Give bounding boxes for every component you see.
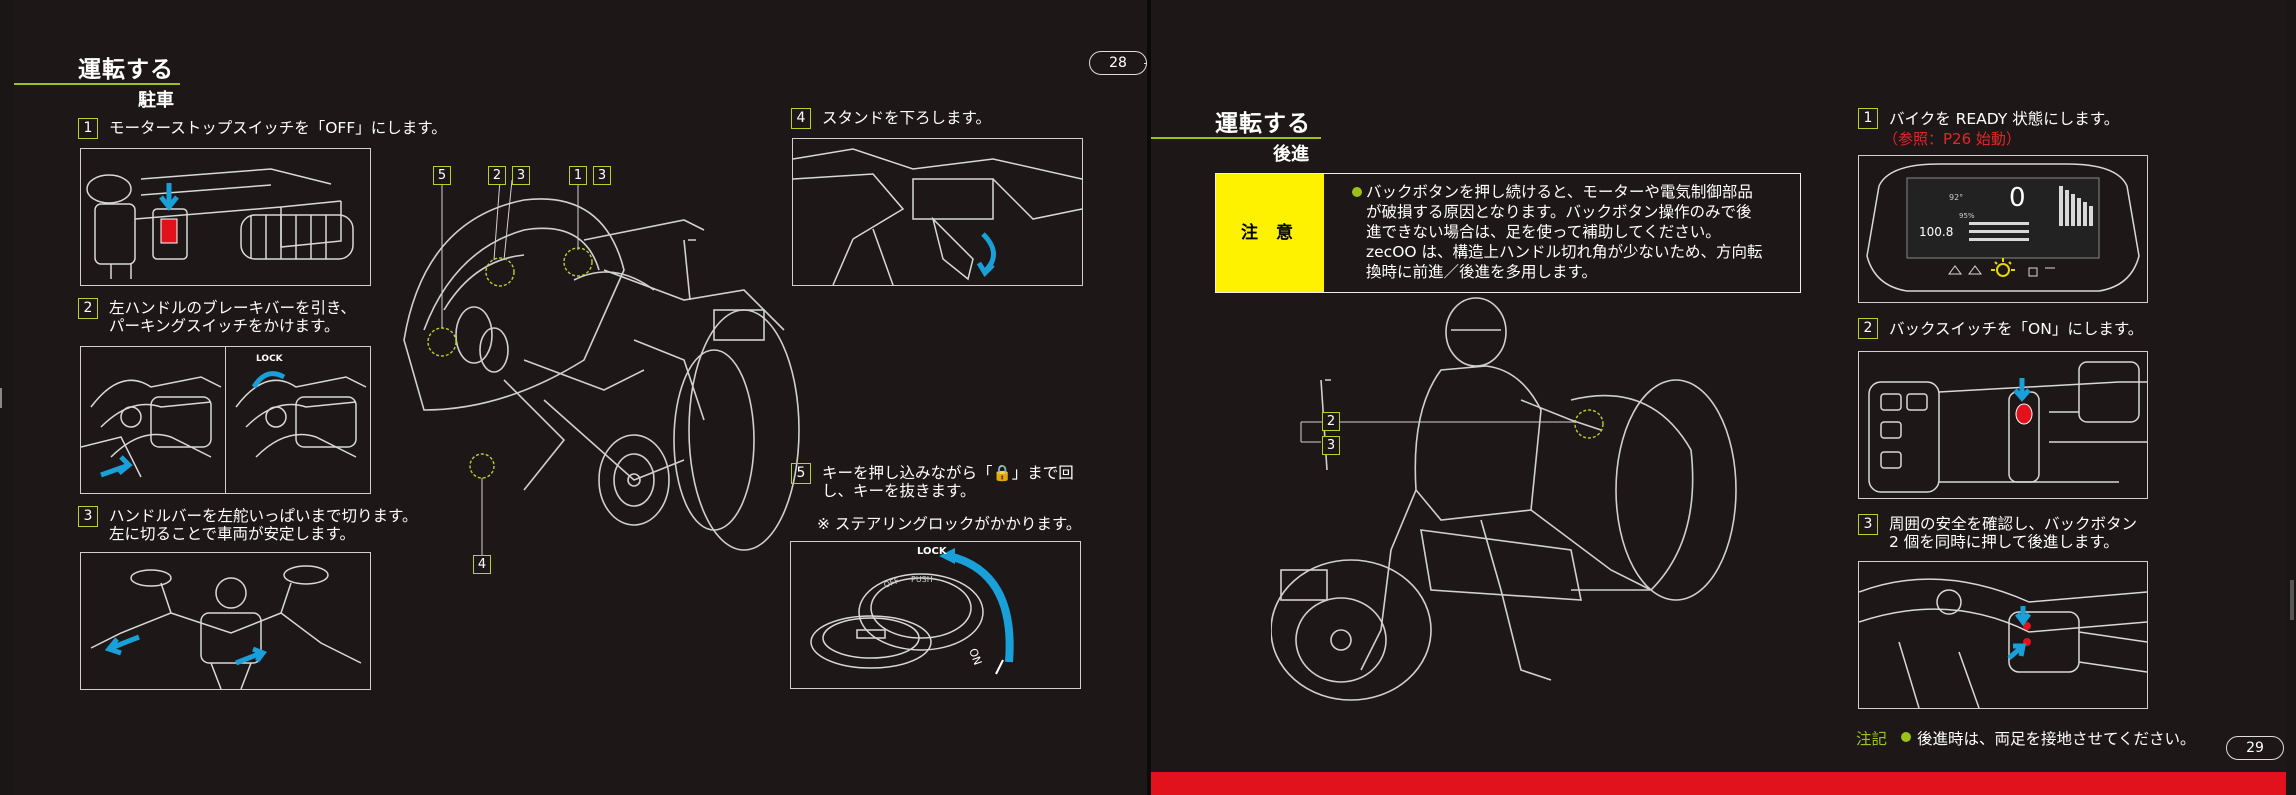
step-number: 3 xyxy=(78,506,98,527)
dashboard-drawing: 0 100.8 92° 95% xyxy=(1866,163,2140,292)
bullet xyxy=(1352,187,1362,197)
caution-text: バックボタンを押し続けると、モーターや電気制御部品 が破損する原因となります。バ… xyxy=(1366,183,1763,281)
steering-lock-note: ※ ステアリングロックがかかります。 xyxy=(817,515,1082,533)
step-text: ハンドルバーを左舵いっぱいまで切ります。 左に切ることで車両が安定します。 xyxy=(109,507,418,543)
callout-marker: 5 xyxy=(433,166,451,185)
title-underline xyxy=(1151,137,1321,139)
illustration-brake-lever-pull xyxy=(80,346,226,494)
footer-red-bar xyxy=(1151,772,2286,795)
motorcycle-illustration xyxy=(403,179,800,556)
parking-lock-drawing: LOCK xyxy=(235,354,367,458)
step-number: 2 xyxy=(78,298,98,319)
caution-box: 注 意 バックボタンを押し続けると、モーターや電気制御部品 が破損する原因となり… xyxy=(1215,173,1801,293)
back-buttons-drawing xyxy=(1859,578,2147,708)
callout-marker: 3 xyxy=(1322,436,1340,455)
step-number: 4 xyxy=(791,108,811,129)
frame-edge-left xyxy=(0,0,14,795)
step-number: 1 xyxy=(1858,108,1878,129)
key-off-label: OFF xyxy=(883,576,901,590)
illustration-handlebar-turn xyxy=(80,552,371,690)
step-text: スタンドを下ろします。 xyxy=(822,109,991,127)
step-text: バイクを READY 状態にします。 xyxy=(1889,110,2120,128)
handlebar-turn-drawing xyxy=(90,565,362,689)
illustration-back-buttons xyxy=(1858,561,2148,709)
step-text: モーターストップスイッチを「OFF」にします。 xyxy=(109,119,447,137)
dash-battery: 95% xyxy=(1959,212,1975,220)
section-subtitle: 駐車 xyxy=(138,90,174,111)
page-number: 29 xyxy=(2226,736,2284,760)
callout-marker: 3 xyxy=(512,166,530,185)
note-text: 後進時は、両足を接地させてください。 xyxy=(1917,730,2196,748)
bullet xyxy=(1901,732,1911,742)
key-lock-label: LOCK xyxy=(917,546,948,557)
key-push-label: PUSH xyxy=(911,575,933,584)
frame-scroll-mark xyxy=(2290,580,2294,620)
step-text: キーを押し込みながら「🔒」まで回 し、キーを抜きます。 xyxy=(822,464,1074,500)
right-page: 運転する 後進 注 意 バックボタンを押し続けると、モーターや電気制御部品 が破… xyxy=(1151,0,2286,795)
stand-drawing xyxy=(793,148,1082,285)
page-title: 運転する xyxy=(1215,111,1311,137)
illustration-stand xyxy=(792,138,1083,286)
note-label: 注記 xyxy=(1856,730,1888,748)
brake-lever-drawing xyxy=(81,376,222,478)
dash-speed: 0 xyxy=(2009,183,2026,213)
lock-label: LOCK xyxy=(256,354,284,364)
step-number: 3 xyxy=(1858,514,1878,535)
handlebar-switch-drawing xyxy=(86,168,354,279)
step-text: 周囲の安全を確認し、バックボタン 2 個を同時に押して後進します。 xyxy=(1889,515,2138,551)
callout-marker: 3 xyxy=(593,166,611,185)
back-switch-drawing xyxy=(1868,361,2147,493)
illustration-key-lock: LOCK ON OFF PUSH xyxy=(790,541,1081,689)
page-title: 運転する xyxy=(78,57,174,83)
step-number: 2 xyxy=(1858,318,1878,339)
left-page: 運転する 駐車 28 1 モーターストップスイッチを「OFF」にします。 2 左… xyxy=(14,0,1147,795)
step-text: バックスイッチを「ON」にします。 xyxy=(1889,320,2144,338)
key-on-label: ON xyxy=(966,647,984,667)
key-cylinder-drawing: LOCK ON OFF PUSH xyxy=(810,546,1014,675)
page-gutter xyxy=(1147,0,1151,795)
page-number: 28 xyxy=(1089,51,1147,75)
frame-mark xyxy=(0,388,2,408)
illustration-back-switch xyxy=(1858,351,2148,499)
callout-marker: 1 xyxy=(569,166,587,185)
step-number: 5 xyxy=(791,463,811,484)
caution-label: 注 意 xyxy=(1216,174,1324,292)
dash-odo: 100.8 xyxy=(1919,225,1953,239)
callout-marker: 4 xyxy=(473,555,491,574)
section-subtitle: 後進 xyxy=(1273,144,1309,165)
step-text: 左ハンドルのブレーキバーを引き、 パーキングスイッチをかけます。 xyxy=(109,299,356,335)
reference-link[interactable]: （参照：P26 始動） xyxy=(1883,130,2021,148)
dash-temp: 92° xyxy=(1949,193,1963,202)
step-number: 1 xyxy=(78,118,98,139)
illustration-dashboard: 0 100.8 92° 95% xyxy=(1858,155,2148,303)
callout-marker: 2 xyxy=(488,166,506,185)
frame-edge-right xyxy=(2286,0,2296,795)
title-underline xyxy=(14,83,180,85)
illustration-stop-switch xyxy=(80,148,371,286)
rider-reverse-illustration xyxy=(1271,297,1737,701)
illustration-parking-lock: LOCK xyxy=(225,346,371,494)
callout-marker: 2 xyxy=(1322,412,1340,431)
